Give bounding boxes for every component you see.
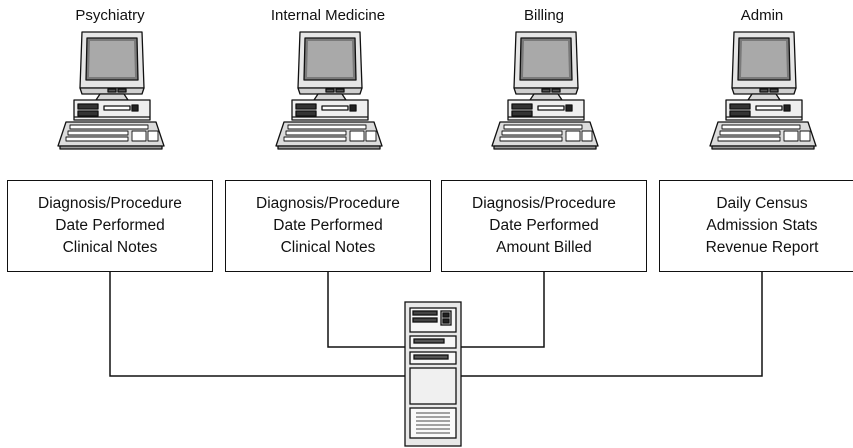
data-box: Diagnosis/Procedure Date Performed Clini… <box>7 180 213 272</box>
line-admin <box>460 272 763 377</box>
data-field: Admission Stats <box>706 217 818 234</box>
line-billing <box>460 272 545 348</box>
line-internal-medicine <box>327 272 405 348</box>
station-admin: Admin Daily Census Admission Stats Reven… <box>659 0 853 272</box>
station-psychiatry: Psychiatry Diagnosis/Procedure Date Perf… <box>7 0 213 272</box>
desktop-computer-icon <box>491 31 599 150</box>
station-billing: Billing Diagnosis/Procedure Date Perform… <box>441 0 647 272</box>
department-label: Admin <box>740 7 784 24</box>
data-box: Diagnosis/Procedure Date Performed Amoun… <box>441 180 647 272</box>
data-field: Clinical Notes <box>280 239 376 256</box>
data-field: Date Performed <box>489 217 599 234</box>
tower-server-icon <box>404 301 462 447</box>
desktop-computer-icon <box>57 31 165 150</box>
data-box: Diagnosis/Procedure Date Performed Clini… <box>225 180 431 272</box>
data-field: Clinical Notes <box>62 239 158 256</box>
line-psychiatry <box>109 272 405 377</box>
data-box: Daily Census Admission Stats Revenue Rep… <box>659 180 853 272</box>
data-field: Diagnosis/Procedure <box>472 195 616 212</box>
data-field: Revenue Report <box>705 239 819 256</box>
desktop-computer-icon <box>275 31 383 150</box>
data-field: Date Performed <box>273 217 383 234</box>
data-field: Diagnosis/Procedure <box>38 195 182 212</box>
data-field: Diagnosis/Procedure <box>256 195 400 212</box>
department-label: Psychiatry <box>75 7 145 24</box>
station-internal-medicine: Internal Medicine Diagnosis/Procedure Da… <box>225 0 431 272</box>
department-label: Internal Medicine <box>270 7 386 24</box>
department-label: Billing <box>523 7 565 24</box>
data-field: Amount Billed <box>496 239 592 256</box>
desktop-computer-icon <box>709 31 817 150</box>
data-field: Daily Census <box>716 195 808 212</box>
data-field: Date Performed <box>55 217 165 234</box>
